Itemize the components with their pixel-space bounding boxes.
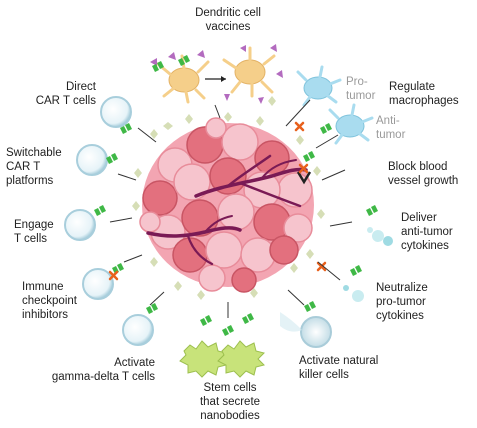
nanobody-icon: [350, 265, 362, 276]
label-engage-t-cells: Engage T cells: [14, 219, 54, 245]
arrow-icon: [109, 217, 133, 223]
nanobody-icon: [94, 205, 106, 216]
arrow-icon: [315, 134, 339, 149]
blood-vessels: [146, 154, 308, 266]
arrow-icon: [287, 289, 305, 306]
engage-t-cells-group: [64, 205, 133, 241]
nanobody-icon: [366, 205, 378, 216]
cytokine-icon: [383, 236, 393, 246]
macrophage-group: [285, 65, 374, 149]
arrow-icon: [123, 254, 143, 263]
label-anti-tumor: Anti- tumor: [376, 115, 406, 141]
arrow-icon: [149, 291, 165, 306]
gamma-delta-group: [122, 291, 165, 346]
gamma-delta-t-cell-icon: [122, 314, 154, 346]
cytokine-neutralize-group: [316, 261, 364, 302]
label-immune-checkpoint: Immune checkpoint inhibitors: [22, 281, 77, 321]
nanobody-icon: [304, 301, 316, 312]
checkpoint-group: [82, 254, 143, 300]
label-stem-cells: Stem cells that secrete nanobodies: [199, 382, 261, 422]
stem-cell-group: [179, 302, 265, 378]
label-neutralize-cytokines: Neutralize pro-tumor cytokines: [376, 282, 428, 322]
nanobody-icon: [303, 151, 315, 162]
nanobody-icon: [320, 123, 332, 134]
car-t-cell-icon: [76, 144, 108, 176]
tumor-mass: [139, 117, 314, 293]
arrow-icon: [317, 261, 341, 281]
vegf-receptor-icon: [296, 171, 312, 185]
arrow-icon: [117, 173, 137, 181]
inhibit-x-icon: [108, 270, 119, 281]
label-switchable-car-t: Switchable CAR T platforms: [6, 147, 62, 187]
dendritic-cell-icon: [156, 46, 276, 104]
nanobody-icon: [200, 315, 212, 326]
label-dendritic-vaccines: Dendritic cell vaccines: [195, 7, 261, 33]
tumor-cells: [139, 117, 313, 293]
label-regulate-macrophages: Regulate macrophages: [389, 81, 459, 107]
arrow-icon: [221, 76, 226, 82]
dendritic-cell-group: [150, 44, 283, 119]
inhibit-x-icon: [298, 163, 309, 174]
tumor-antigens: [132, 96, 325, 300]
label-natural-killer: Activate natural killer cells: [299, 355, 379, 381]
switchable-car-t-group: [76, 144, 137, 181]
nanobody-icon: [222, 325, 234, 336]
arrow-icon: [321, 169, 346, 181]
stem-cell-icon: [179, 340, 265, 378]
label-direct-car-t: Direct CAR T cells: [35, 81, 96, 107]
arrow-icon: [214, 104, 221, 119]
inhibit-x-icon: [316, 261, 327, 272]
nk-cell-group: [280, 289, 332, 348]
nk-cell-icon: [300, 316, 332, 348]
macrophage-icon: [296, 65, 374, 145]
arrow-icon: [137, 127, 157, 143]
cytokine-icon: [352, 290, 364, 302]
t-cell-icon: [82, 268, 114, 300]
car-t-cell-icon: [100, 96, 132, 128]
cytokine-icon: [372, 230, 384, 242]
inhibit-x-icon: [294, 121, 305, 132]
cytokine-delivery-group: [329, 205, 393, 246]
antigen-peptides: [150, 44, 283, 104]
label-block-vessel: Block blood vessel growth: [388, 161, 459, 187]
direct-car-t-group: [100, 96, 157, 143]
vessel-block-group: [296, 151, 346, 185]
label-deliver-cytokines: Deliver anti-tumor cytokines: [401, 212, 453, 252]
t-cell-icon: [64, 209, 96, 241]
nanobody-icon: [146, 303, 158, 314]
nanobody-icon: [242, 313, 254, 324]
label-pro-tumor: Pro- tumor: [346, 76, 376, 102]
arrow-icon: [329, 221, 353, 227]
arrow-icon: [285, 99, 311, 127]
label-gamma-delta: Activate gamma-delta T cells: [51, 357, 155, 383]
